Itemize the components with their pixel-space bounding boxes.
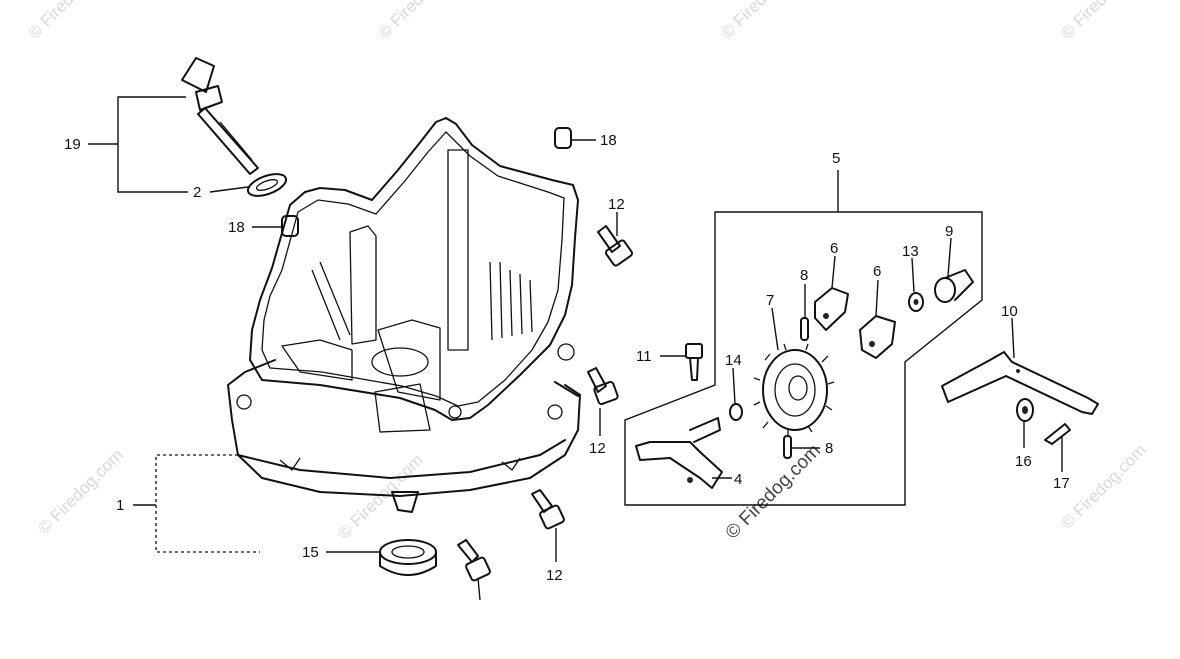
part-label: 7 [766,292,774,309]
flange-bolt [457,539,491,582]
o-ring [246,173,288,197]
part-label: 19 [64,136,81,153]
part-label: 2 [193,184,201,201]
part-label: 8 [825,440,833,457]
part-label: 6 [830,240,838,257]
bottom-crop [0,604,1180,659]
holder [934,269,974,303]
pin [1044,423,1071,445]
flange-bolt [597,225,633,267]
governor-shaft [941,351,1099,415]
part-label: 16 [1015,453,1032,470]
crankcase-cover [227,117,581,513]
dowel-pin [281,215,299,237]
watermark: © Firedog.com [1057,440,1149,532]
watermark: © Firedog.com [24,0,116,43]
watermarks: © Firedog.com © Firedog.com © Firedog.co… [24,0,1149,544]
flange-bolt [587,367,619,406]
watermark: © Firedog.com [334,450,426,542]
part-label: 12 [608,196,625,213]
part-label: 12 [589,440,606,457]
governor-arm [635,417,723,489]
part-label: 10 [1001,303,1018,320]
watermark: © Firedog.com [717,0,809,43]
governor-weight [859,315,896,359]
part-label: 8 [800,267,808,284]
part-label: 17 [1053,475,1070,492]
flange-bolt [531,489,565,530]
part-label: 13 [902,243,919,260]
part-label: 18 [228,219,245,236]
watermark-center: © Firedog.com [722,440,825,543]
pin [783,435,792,459]
bolt [685,343,703,381]
part-label: 4 [734,471,742,488]
part-label: 18 [600,132,617,149]
pin [800,317,809,341]
part-labels: 1 2 4 5 6 6 7 8 8 9 10 11 12 12 12 13 14… [64,132,1070,620]
watermark: © Firedog.com [1057,0,1149,43]
part-label: 11 [636,348,652,365]
part-label: 6 [873,263,881,280]
part-label: 14 [725,352,742,369]
oil-seal [379,539,437,576]
clip [729,403,743,421]
leader-lines [88,96,1063,601]
washer [1016,398,1034,422]
part-label: 15 [302,544,319,561]
watermark: © Firedog.com [34,445,126,537]
part-label: 12 [546,567,563,584]
part-label: 1 [116,497,124,514]
governor-gear [753,343,835,436]
governor-weight [814,287,849,331]
part-label: 5 [832,150,840,167]
governor-assembly-outline [624,170,983,506]
oil-dipstick [181,57,259,175]
dowel-pin [554,127,572,149]
part-label: 9 [945,223,953,240]
watermark: © Firedog.com [374,0,466,43]
washer [908,292,924,312]
